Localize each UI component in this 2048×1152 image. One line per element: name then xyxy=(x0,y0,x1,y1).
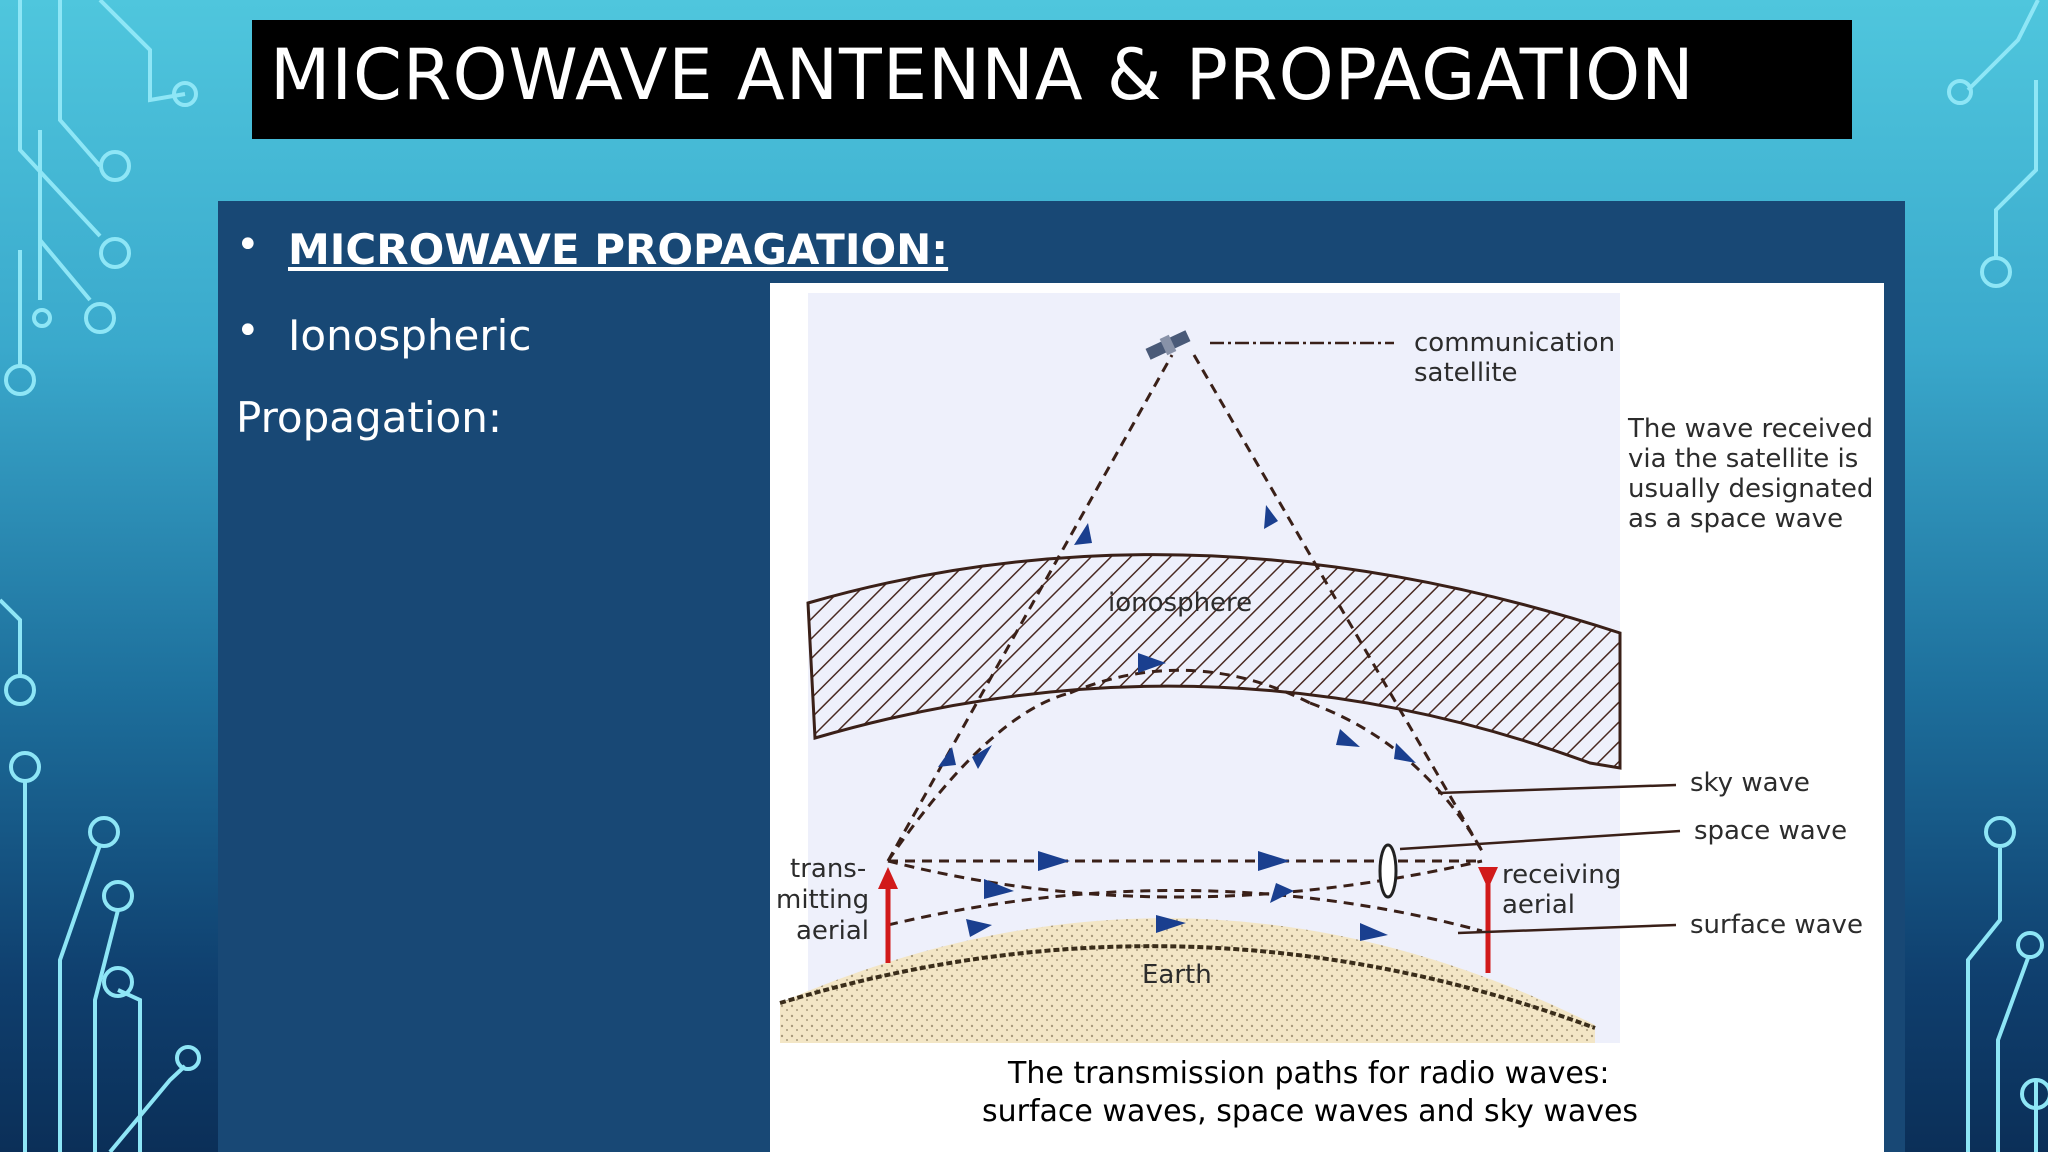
label-ionosphere: ionosphere xyxy=(1108,588,1252,618)
path-satellite-down xyxy=(1192,354,1484,852)
label-earth: Earth xyxy=(1142,960,1212,990)
circuit-decoration-right xyxy=(1947,0,2048,1152)
note-line-4: as a space wave xyxy=(1628,504,1843,534)
note-line-1: The wave received xyxy=(1627,414,1873,444)
propagation-diagram: communication satellite The wave receive… xyxy=(770,283,1884,1152)
bullet-dot-icon: • xyxy=(236,308,260,354)
note-line-3: usually designated xyxy=(1628,474,1873,504)
arrow-space-1 xyxy=(1038,851,1070,871)
label-surface-wave: surface wave xyxy=(1690,910,1863,940)
slide-title: MICROWAVE ANTENNA & PROPAGATION xyxy=(270,34,1695,116)
circuit-decoration-left xyxy=(0,0,201,1152)
satellite-icon xyxy=(1145,330,1191,360)
note-line-2: via the satellite is xyxy=(1628,444,1858,474)
arrow-sky-3 xyxy=(1336,729,1360,747)
leader-surface-wave xyxy=(1457,923,1677,935)
label-satellite-2: satellite xyxy=(1414,358,1518,388)
path-sky-wave-tx xyxy=(886,691,1071,862)
arrow-surface-5 xyxy=(1360,923,1388,941)
arrow-sky-2 xyxy=(972,745,992,769)
bullet-label: MICROWAVE PROPAGATION: xyxy=(288,225,949,274)
ionosphere-layer xyxy=(806,553,1622,770)
arrow-space-2 xyxy=(1258,851,1290,871)
leader-sky-wave xyxy=(1437,783,1677,795)
arrow-surface-4 xyxy=(1156,915,1186,933)
bullet-label: Ionospheric xyxy=(288,311,532,360)
path-to-satellite-up xyxy=(886,354,1174,862)
label-transmitting-1: trans- xyxy=(790,854,866,884)
bullet-dot-icon: • xyxy=(236,222,260,268)
arrow-surface-1 xyxy=(984,879,1014,899)
earth-horizon xyxy=(779,944,1596,1030)
label-receiving-2: aerial xyxy=(1502,890,1575,920)
arrow-surface-2 xyxy=(1270,883,1294,903)
path-surface-wave-b xyxy=(887,888,1483,933)
label-transmitting-2: mitting xyxy=(776,885,869,915)
label-transmitting-3: aerial xyxy=(796,916,869,946)
arrow-sky-4 xyxy=(1394,743,1416,763)
leader-space-wave xyxy=(1399,829,1681,851)
earth-grain xyxy=(780,918,1595,1043)
arrow-down-1 xyxy=(1264,505,1278,529)
receiving-aerial xyxy=(1478,867,1498,973)
arrow-iono xyxy=(1138,653,1166,673)
label-satellite-1: communication xyxy=(1414,328,1615,358)
diagram-canvas: communication satellite The wave receive… xyxy=(776,293,1873,1129)
path-ionosphere-arc xyxy=(1069,668,1311,705)
transmitting-aerial xyxy=(878,867,898,963)
bullet-continuation: Propagation: xyxy=(236,393,503,442)
caption-line-2: surface waves, space waves and sky waves xyxy=(982,1094,1638,1129)
arrow-up-1 xyxy=(1074,523,1092,545)
label-sky-wave: sky wave xyxy=(1690,768,1810,798)
arrow-surface-3 xyxy=(966,919,992,937)
label-space-wave: space wave xyxy=(1694,816,1847,846)
arrow-sky-1 xyxy=(938,747,956,767)
caption-line-1: The transmission paths for radio waves: xyxy=(1007,1056,1610,1091)
title-bar: MICROWAVE ANTENNA & PROPAGATION xyxy=(252,20,1852,139)
wave-front-marker xyxy=(1378,843,1398,899)
label-receiving-1: receiving xyxy=(1502,860,1621,890)
